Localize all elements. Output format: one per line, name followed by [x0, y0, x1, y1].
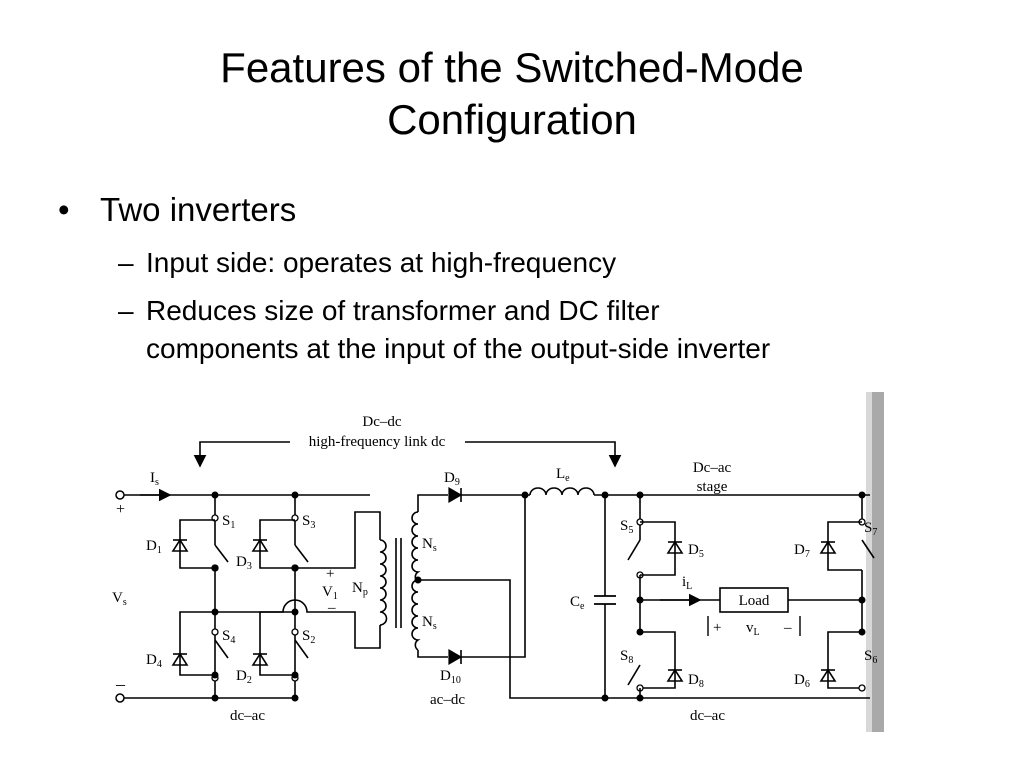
- link-bracket-arrow: [193, 441, 622, 468]
- transformer: [379, 494, 870, 699]
- v1-plus: +: [326, 566, 334, 582]
- dcac-stage-label-1: Dc–ac: [693, 460, 732, 476]
- label-d1: D1: [146, 538, 162, 556]
- label-d9: D9: [444, 470, 460, 488]
- label-bottom-right: dc–ac: [690, 708, 725, 724]
- label-s1: S1: [222, 513, 235, 531]
- label-d4: D4: [146, 652, 162, 670]
- input-terminal-minus: [115, 693, 125, 703]
- label-s8: S8: [620, 648, 633, 666]
- slide-title: Features of the Switched-Mode Configurat…: [0, 42, 1024, 146]
- sub-bullet-text: Input side: operates at high-frequency: [146, 247, 617, 278]
- v1-minus: –: [327, 600, 336, 616]
- input-bridge: [172, 491, 381, 702]
- source-voltage-label: Vs: [112, 590, 127, 608]
- v1-label: V1: [322, 584, 338, 602]
- label-d6: D6: [794, 672, 810, 690]
- label-s4: S4: [222, 628, 235, 646]
- sub-bullet-dash: –: [118, 295, 134, 326]
- load: [640, 587, 862, 636]
- diode-d10: [448, 649, 462, 665]
- ns-bottom-label: Ns: [422, 614, 437, 632]
- load-label: Load: [739, 593, 770, 609]
- input-terminal-plus: [115, 490, 125, 500]
- label-bottom-left: dc–ac: [230, 708, 265, 724]
- label-d3: D3: [236, 554, 252, 572]
- title-line-2: Configuration: [387, 96, 637, 143]
- bullet-text: Two inverters: [100, 191, 297, 228]
- label-s5: S5: [620, 518, 633, 536]
- sub-bullet-dash: –: [118, 247, 134, 278]
- label-d10: D10: [440, 668, 461, 686]
- load-current-label: iL: [682, 574, 692, 592]
- ns-top-label: Ns: [422, 536, 437, 554]
- input-plus: +: [116, 501, 125, 518]
- input-current-label: Is: [150, 470, 159, 488]
- label-d8: D8: [688, 672, 704, 690]
- input-source: [115, 488, 370, 703]
- title-line-1: Features of the Switched-Mode: [220, 44, 804, 91]
- sub-bullet-line-2: components at the input of the output-si…: [146, 333, 771, 364]
- label-s7: S7: [864, 520, 877, 538]
- load-box: [719, 587, 789, 613]
- output-bridge: [627, 491, 875, 702]
- load-plus: +: [713, 620, 721, 636]
- label-d2: D2: [236, 668, 252, 686]
- top-label-1: Dc–dc: [362, 414, 401, 430]
- capacitor-ce: [594, 491, 616, 702]
- load-minus: –: [783, 620, 792, 636]
- np-label: Np: [352, 580, 368, 598]
- diode-d9: [448, 487, 462, 503]
- scan-edge-dark: [872, 392, 884, 732]
- dcac-stage-label-2: stage: [697, 479, 728, 495]
- top-label-2: high-frequency link dc: [309, 434, 446, 450]
- label-s2: S2: [302, 628, 315, 646]
- label-s3: S3: [302, 513, 315, 531]
- sub-bullet-line-1: Reduces size of transformer and DC filte…: [146, 295, 660, 326]
- sub-bullet-text: Reduces size of transformer and DC filte…: [146, 292, 946, 368]
- label-d5: D5: [688, 542, 704, 560]
- label-d7: D7: [794, 542, 810, 560]
- bullet-dot: •: [58, 191, 70, 228]
- inductor-label: Le: [556, 466, 570, 484]
- input-minus: –: [115, 674, 126, 694]
- capacitor-label: Ce: [570, 594, 585, 612]
- label-s6: S6: [864, 648, 877, 666]
- label-bottom-mid: ac–dc: [430, 692, 465, 708]
- load-voltage-label: vL: [746, 620, 760, 638]
